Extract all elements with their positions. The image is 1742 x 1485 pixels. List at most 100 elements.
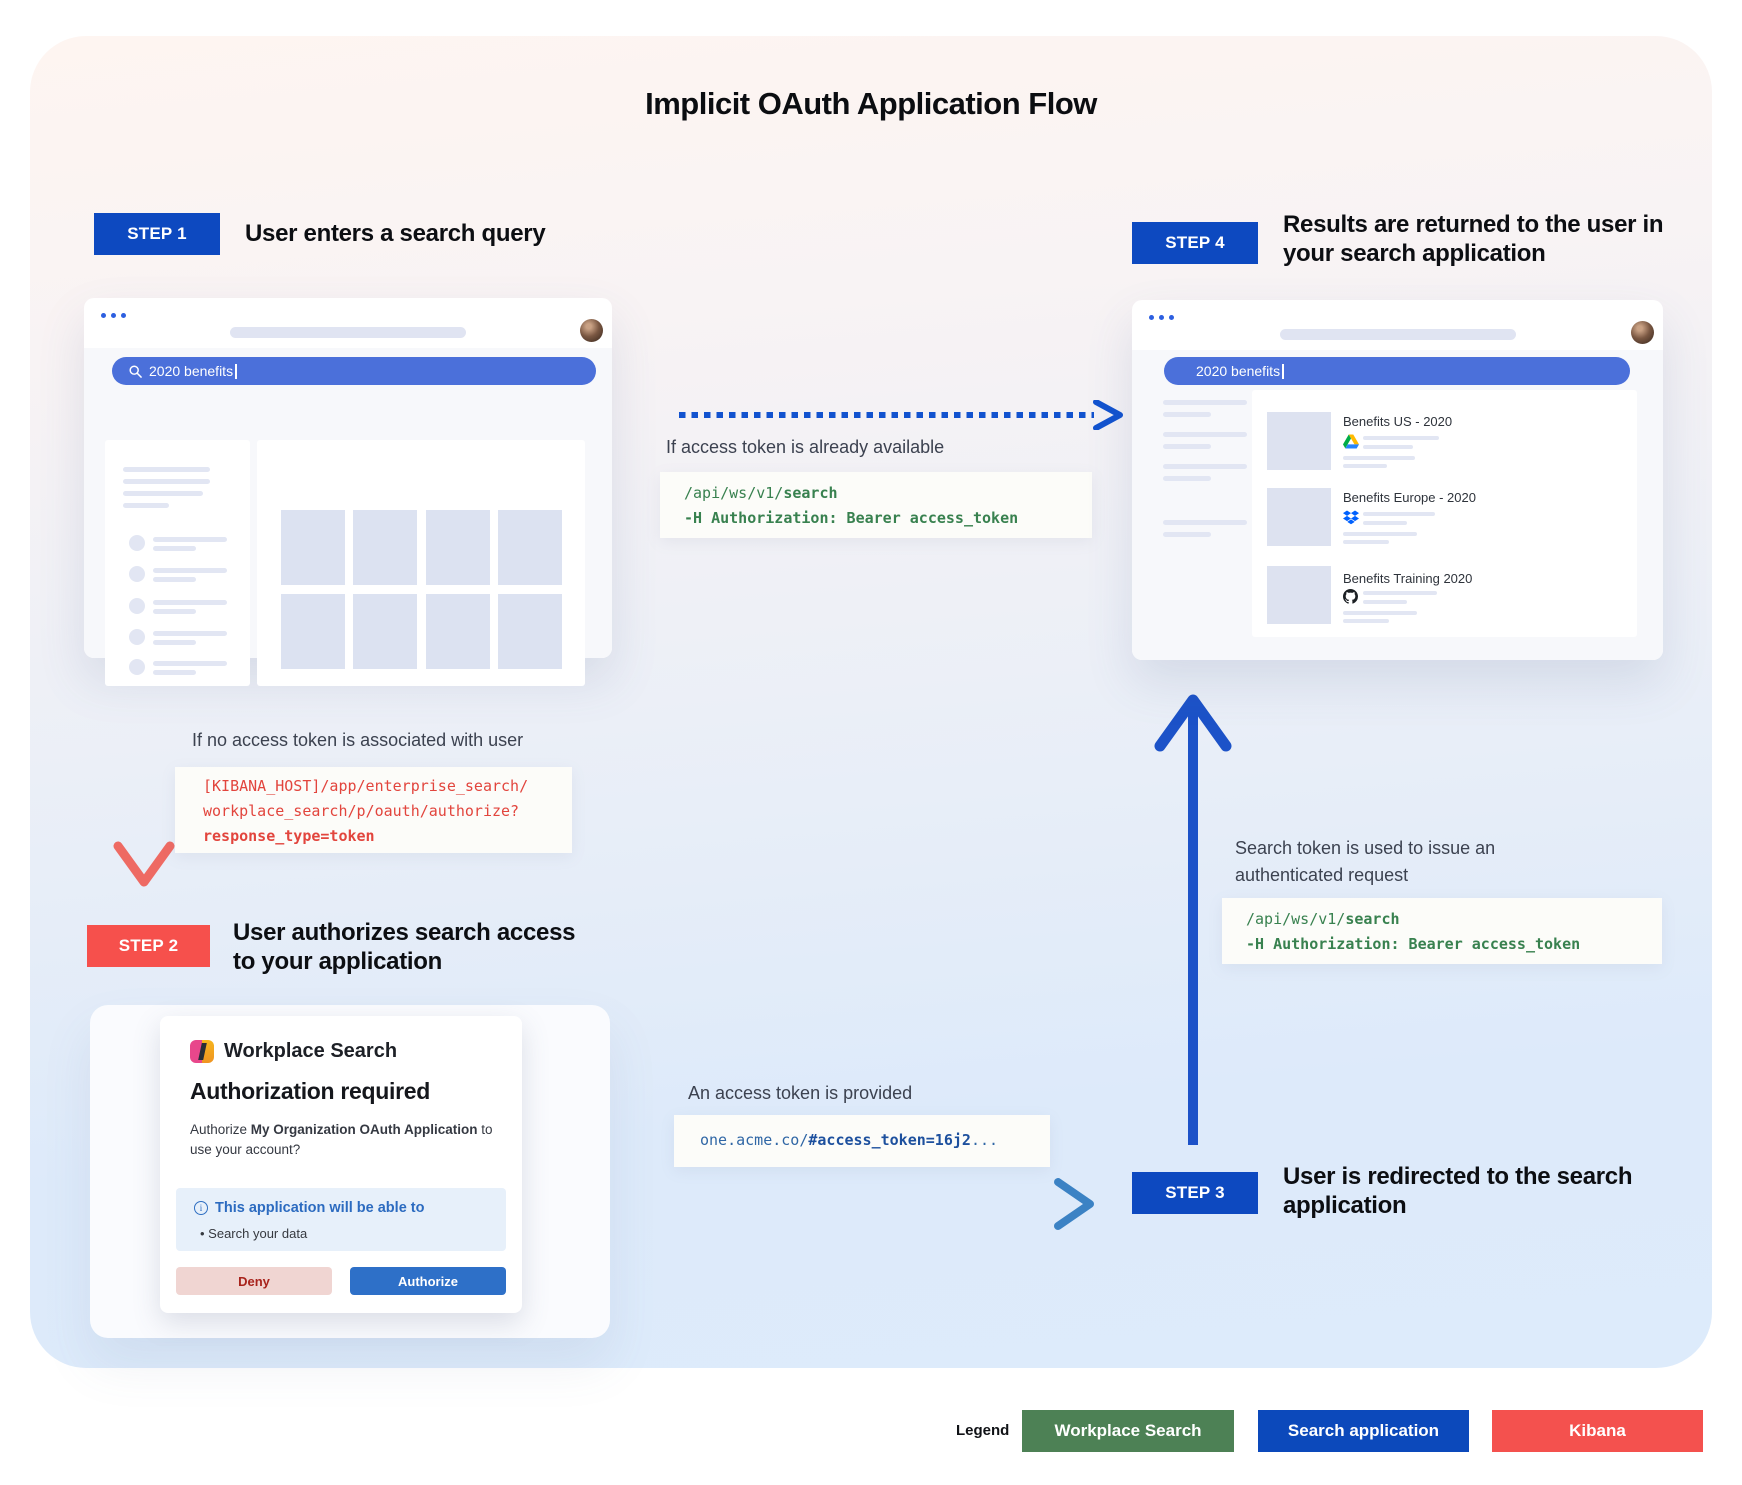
step4-badge: STEP 4 — [1132, 222, 1258, 264]
skeleton-avatar — [129, 659, 145, 675]
dropbox-icon — [1343, 510, 1359, 525]
workplace-search-brand: Workplace Search — [190, 1040, 397, 1063]
step2-badge-label: STEP 2 — [118, 936, 179, 955]
legend-search-application: Search application — [1258, 1410, 1469, 1452]
sidebar-skeleton-panel — [105, 440, 250, 686]
skeleton-line — [153, 546, 196, 551]
content-grid-panel — [257, 440, 585, 686]
legend-kibana: Kibana — [1492, 1410, 1703, 1452]
workplace-search-name: Workplace Search — [224, 1040, 398, 1062]
result-thumbnail — [1267, 412, 1331, 470]
skeleton-line — [123, 467, 210, 472]
result-thumbnail — [1267, 488, 1331, 546]
skeleton-line — [123, 491, 203, 496]
legend-label: Legend — [956, 1422, 1010, 1439]
skeleton-line — [1363, 445, 1413, 449]
token-used-line1: Search token is used to issue an — [1235, 838, 1496, 858]
skeleton-line — [153, 670, 196, 675]
step4-badge-label: STEP 4 — [1165, 233, 1225, 252]
grid-tile — [353, 510, 417, 585]
code-text: one.acme.co/ — [700, 1131, 809, 1149]
search-input[interactable]: 2020 benefits — [112, 357, 596, 385]
permissions-info-box: i This application will be able to Searc… — [176, 1188, 506, 1251]
body-text: to use your account? — [190, 1122, 493, 1157]
skeleton-line — [153, 568, 227, 573]
code-text-bold: search — [1345, 910, 1400, 928]
legend-workplace-search: Workplace Search — [1022, 1410, 1234, 1452]
token-used-line2: authenticated request — [1235, 865, 1409, 885]
up-arrow-authenticated-request — [1154, 694, 1232, 1145]
skeleton-line — [1363, 600, 1407, 604]
skeleton-line — [153, 600, 227, 605]
skeleton-line — [1343, 464, 1387, 468]
skeleton-line — [1163, 464, 1247, 469]
skeleton-line — [123, 479, 210, 484]
step3-heading-line2: application — [1283, 1192, 1407, 1219]
code-text-bold: -H Authorization: Bearer access_token — [1246, 935, 1581, 953]
skeleton-line — [1163, 476, 1211, 481]
no-token-label: If no access token is associated with us… — [192, 730, 524, 750]
result-title[interactable]: Benefits Europe - 2020 — [1343, 490, 1476, 505]
address-bar-placeholder — [1279, 329, 1516, 340]
authorization-body-text: Authorize My Organization OAuth Applicat… — [190, 1120, 494, 1160]
skeleton-line — [1163, 400, 1247, 405]
info-icon: i — [194, 1201, 208, 1215]
code-text: /api/ws/v1/ — [1246, 910, 1346, 928]
skeleton-line — [153, 640, 196, 645]
page-title: Implicit OAuth Application Flow — [645, 86, 1097, 121]
skeleton-line — [1163, 532, 1211, 537]
browser-body: 2020 benefits — [84, 348, 612, 686]
code-text-bold: -H Authorization: Bearer access_token — [684, 509, 1019, 527]
result-title[interactable]: Benefits US - 2020 — [1343, 414, 1453, 429]
skeleton-line — [1363, 512, 1435, 516]
skeleton-line — [153, 537, 227, 542]
grid-tile — [498, 510, 562, 585]
text-cursor — [1282, 363, 1284, 379]
code-text: ... — [970, 1131, 999, 1149]
step1-badge: STEP 1 — [94, 213, 220, 255]
kibana-authorize-code: [KIBANA_HOST]/app/enterprise_search/ wor… — [175, 767, 572, 853]
skeleton-line — [1163, 412, 1211, 417]
permissions-title-row: i This application will be able to — [194, 1200, 424, 1216]
step3-badge-label: STEP 3 — [1165, 1183, 1225, 1202]
skeleton-line — [1343, 611, 1417, 615]
step3-badge: STEP 3 — [1132, 1172, 1258, 1214]
grid-tile — [426, 510, 490, 585]
step2-heading: User authorizes search access to your ap… — [233, 918, 575, 976]
code-text-bold: search — [783, 484, 838, 502]
google-drive-icon — [1343, 434, 1359, 449]
api-search-code-2: /api/ws/v1/search -H Authorization: Bear… — [1222, 898, 1662, 964]
skeleton-line — [1163, 520, 1247, 525]
grid-tile — [353, 594, 417, 669]
token-used-label: Search token is used to issue an authent… — [1235, 835, 1495, 889]
grid-tile — [426, 594, 490, 669]
permissions-title: This application will be able to — [215, 1200, 425, 1216]
browser-window-step1: 2020 benefits — [84, 298, 612, 686]
search-input[interactable]: 2020 benefits — [1164, 357, 1630, 385]
deny-button[interactable]: Deny — [176, 1267, 332, 1295]
token-provided-label: An access token is provided — [688, 1083, 913, 1103]
browser-window-step4: 2020 benefits Benefits US - 2020 — [1132, 300, 1663, 660]
authorize-button[interactable]: Authorize — [350, 1267, 506, 1295]
skeleton-line — [153, 661, 227, 666]
code-text-bold: response_type=token — [203, 827, 375, 845]
github-icon — [1343, 589, 1358, 604]
skeleton-line — [153, 631, 227, 636]
skeleton-line — [1363, 436, 1439, 440]
skeleton-line — [1363, 591, 1437, 595]
api-search-code-1: /api/ws/v1/search -H Authorization: Bear… — [660, 472, 1092, 538]
token-available-label: If access token is already available — [666, 437, 945, 457]
step3-heading: User is redirected to the search applica… — [1283, 1162, 1633, 1220]
step4-heading-line2: your search application — [1283, 240, 1546, 267]
result-thumbnail — [1267, 566, 1331, 624]
code-text: /api/ws/v1/ — [684, 484, 784, 502]
code-text: workplace_search/p/oauth/authorize? — [203, 802, 520, 820]
step3-heading-line1: User is redirected to the search — [1283, 1163, 1633, 1190]
result-title[interactable]: Benefits Training 2020 — [1343, 571, 1473, 586]
workplace-search-logo-icon — [190, 1040, 214, 1063]
redirect-url-code: one.acme.co/#access_token=16j2... — [674, 1115, 1050, 1167]
skeleton-line — [123, 503, 169, 508]
user-avatar — [580, 319, 603, 342]
down-arrow-no-token — [113, 688, 175, 887]
